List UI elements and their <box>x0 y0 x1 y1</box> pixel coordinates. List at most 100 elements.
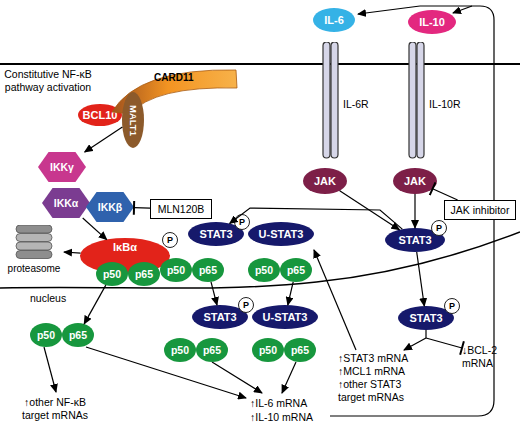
cytokine-ellipse: IL-10 <box>408 10 456 34</box>
induce-arrow <box>44 347 56 392</box>
secretion-arrow <box>453 6 472 13</box>
proteasome-ring <box>16 242 52 250</box>
proteasome-ring <box>16 251 52 259</box>
ikba-ellipse: IκBαPp50p65 <box>80 238 170 274</box>
node-text: p50 <box>167 264 185 276</box>
p50-ellipse: p50 <box>96 262 128 286</box>
receptor: IL-6R <box>318 42 380 164</box>
repress-wire <box>426 338 462 348</box>
node-text: P <box>449 302 455 311</box>
inhibition-connector <box>134 207 150 209</box>
p65-ellipse: p65 <box>128 262 160 286</box>
node-text: STAT3 <box>199 228 232 240</box>
receptor-chain <box>323 42 330 158</box>
annotation-label: ↓BCL-2 mRNA <box>462 344 506 370</box>
node-text: U-STAT3 <box>263 311 308 323</box>
hexagon-shape <box>42 188 90 218</box>
node-text: p50 <box>171 344 189 356</box>
proteasome-ring <box>16 225 52 233</box>
p65-ellipse: p65 <box>284 338 316 362</box>
annotation-label: nucleus <box>30 292 66 305</box>
node-text: P <box>436 224 442 233</box>
node-text: U-STAT3 <box>259 228 304 240</box>
proteasome-ring <box>16 234 52 242</box>
node-text: IKKβ <box>98 201 123 213</box>
annotation-label: ↑IL-10 mRNA <box>250 411 313 424</box>
node-text: p65 <box>69 329 87 341</box>
node-text: p50 <box>103 268 121 280</box>
phospho-circle: P <box>238 297 254 313</box>
node-text: p50 <box>37 329 55 341</box>
p65-ellipse: p65 <box>192 258 224 282</box>
annotation-label: ↑IL-6 mRNA <box>250 397 307 410</box>
induce-arrow <box>212 362 262 393</box>
node-text: MALT1 <box>128 105 139 136</box>
hexagon-shape <box>86 192 134 222</box>
annotation-label: Constitutive NF-κB pathway activation <box>2 68 94 94</box>
annotation-label: ↑other STAT3 target mRNAs <box>338 378 420 404</box>
p50-ellipse: p50 <box>160 258 192 282</box>
receptor-chain <box>409 42 416 158</box>
hexagon-shape <box>38 152 86 182</box>
cytokine-ellipse: IL-6 <box>313 8 355 32</box>
inhibition-connector <box>433 189 458 200</box>
activation-arrow <box>211 282 217 305</box>
node-text: JAK <box>314 175 336 187</box>
phospho-circle: P <box>234 214 250 230</box>
stat3-ellipse: U-STAT3 <box>248 222 314 246</box>
activation-arrow <box>288 282 293 305</box>
node-text: JAK <box>404 175 426 187</box>
node-text: CARD11 <box>154 72 193 83</box>
annotation-label: ↑STAT3 mRNA <box>338 352 408 365</box>
activation-arrow <box>64 252 81 253</box>
p65-ellipse: p65 <box>196 338 228 362</box>
node-text: p65 <box>135 268 153 280</box>
fork-wire <box>425 330 426 338</box>
phospho-circle: P <box>162 232 178 248</box>
p65-ellipse: p65 <box>280 258 312 282</box>
p65-ellipse: p65 <box>62 323 94 347</box>
stat3-ellipse: U-STAT3 <box>252 305 318 329</box>
node-text: P <box>167 236 173 245</box>
secretion-arrow <box>358 6 420 14</box>
induce-arrow <box>404 338 426 350</box>
receptor-chain <box>417 42 424 158</box>
ikk-hexagon: IKKβ <box>86 192 134 222</box>
node-text: STAT3 <box>409 312 442 324</box>
node-text: p50 <box>259 344 277 356</box>
node-text: P <box>239 218 245 227</box>
induce-arrow <box>282 362 296 393</box>
node-text: IL-6 <box>324 14 344 26</box>
activation-arrow <box>230 208 403 229</box>
phospho-circle: P <box>444 298 460 314</box>
annotation-label: ↑MCL1 mRNA <box>338 365 405 378</box>
annotation-label: ↑other NF-κB target mRNAs <box>14 396 96 422</box>
kinase-ellipse: JAK <box>303 168 347 194</box>
p50-ellipse: p50 <box>164 338 196 362</box>
node-text: proteasome <box>4 263 64 274</box>
kinase-ellipse: JAK <box>393 168 437 194</box>
activation-arrow <box>85 127 123 152</box>
ikk-hexagon: IKKα <box>42 188 90 218</box>
node-text: p65 <box>203 344 221 356</box>
node-text: BCL10 <box>83 109 118 121</box>
activation-arrow <box>414 194 415 228</box>
inhibitor-box: JAK inhibitor <box>444 200 516 220</box>
node-text: STAT3 <box>203 311 236 323</box>
node-text: IL-6R <box>343 98 369 110</box>
stat3-ellipse: STAT3P <box>385 228 445 252</box>
node-text: MLN120B <box>158 203 205 215</box>
node-text: STAT3 <box>398 234 431 246</box>
node-text: p65 <box>199 264 217 276</box>
receptor-chain <box>331 42 338 158</box>
receptor: IL-10R <box>404 42 470 164</box>
malt1-ellipse: MALT1 <box>122 92 144 148</box>
node-text: IKKα <box>54 197 79 209</box>
stat3-ellipse: STAT3P <box>188 222 244 246</box>
cell-membrane <box>0 63 520 65</box>
activation-arrow <box>417 252 425 306</box>
node-text: p65 <box>287 264 305 276</box>
node-text: IKKγ <box>50 161 74 173</box>
